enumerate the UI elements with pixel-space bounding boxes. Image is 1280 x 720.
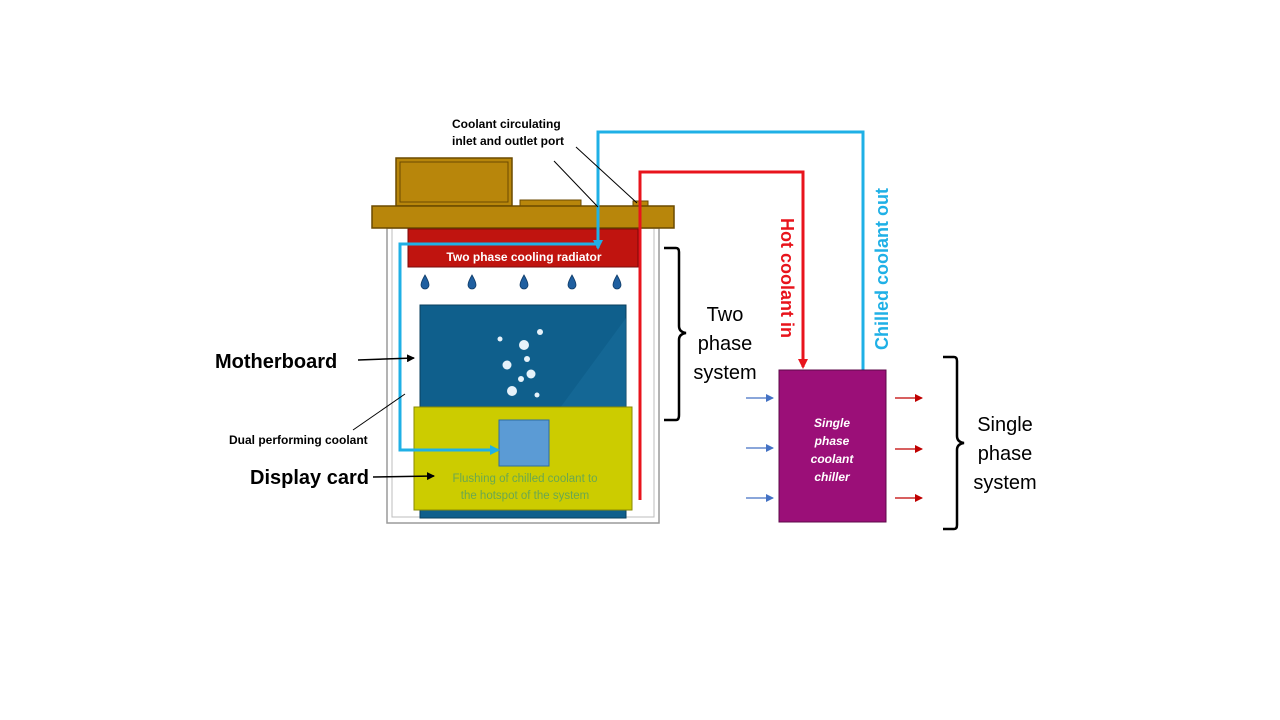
chiller-unit: Single phase coolant chiller [778,369,887,523]
display-card-label: Display card [250,467,369,489]
hot-coolant-label: Hot coolant in [777,218,797,338]
vapor-bubbles [497,329,543,398]
droplet-icon [467,274,477,290]
motherboard-label: Motherboard [215,351,337,373]
chiller-label-line1: Single [814,416,850,430]
chiller-label-line3: coolant [811,452,855,466]
chilled-coolant-line [398,130,865,455]
bubble-icon [497,336,503,342]
droplet-icon [567,274,577,290]
heat-flow-arrows [746,394,923,502]
display-card: Flushing of chilled coolant to the hotsp… [413,406,633,511]
port-label-line2: inlet and outlet port [452,134,564,148]
bubble-icon [537,329,543,335]
lid-plate [519,199,582,207]
chiller-label-line2: phase [814,434,850,448]
single-phase-label-line1: Single [977,414,1033,436]
port-annotation: Coolant circulating inlet and outlet por… [452,117,638,208]
single-phase-label-line3: system [973,472,1036,494]
bubble-icon [502,360,512,370]
tank-lid [371,157,675,229]
bubble-icon [507,386,517,396]
display-card-callout: Display card [250,467,435,489]
two-phase-label-line3: system [693,362,756,384]
bubble-icon [526,369,536,379]
droplet-icon [420,274,430,290]
chiller-label-line4: chiller [814,470,851,484]
lid-bar [371,205,675,229]
flush-label-line2: the hotspot of the system [461,490,590,502]
port-label-line1: Coolant circulating [452,117,561,131]
bubble-icon [519,340,529,350]
two-phase-label-line1: Two [707,304,744,326]
bubble-icon [518,376,524,382]
radiator: Two phase cooling radiator [407,228,639,268]
flush-label-line1: Flushing of chilled coolant to [452,473,597,485]
bubble-icon [524,356,530,362]
lid-block [395,157,513,207]
motherboard-callout: Motherboard [215,351,415,373]
droplet-icon [612,274,622,290]
two-phase-label-line2: phase [698,333,753,355]
coolant-callout: Dual performing coolant [229,393,406,447]
single-phase-bracket: Single phase system [943,355,1037,531]
droplet-icon [519,274,529,290]
gpu-chip [498,419,550,467]
single-phase-label-line2: phase [978,443,1033,465]
condensate-droplets [420,274,622,290]
dual-coolant-label: Dual performing coolant [229,433,368,447]
bubble-icon [534,392,540,398]
chilled-coolant-label: Chilled coolant out [872,188,892,350]
hot-coolant-line [638,170,808,500]
two-phase-bracket: Two phase system [664,246,757,422]
radiator-label: Two phase cooling radiator [446,250,601,264]
